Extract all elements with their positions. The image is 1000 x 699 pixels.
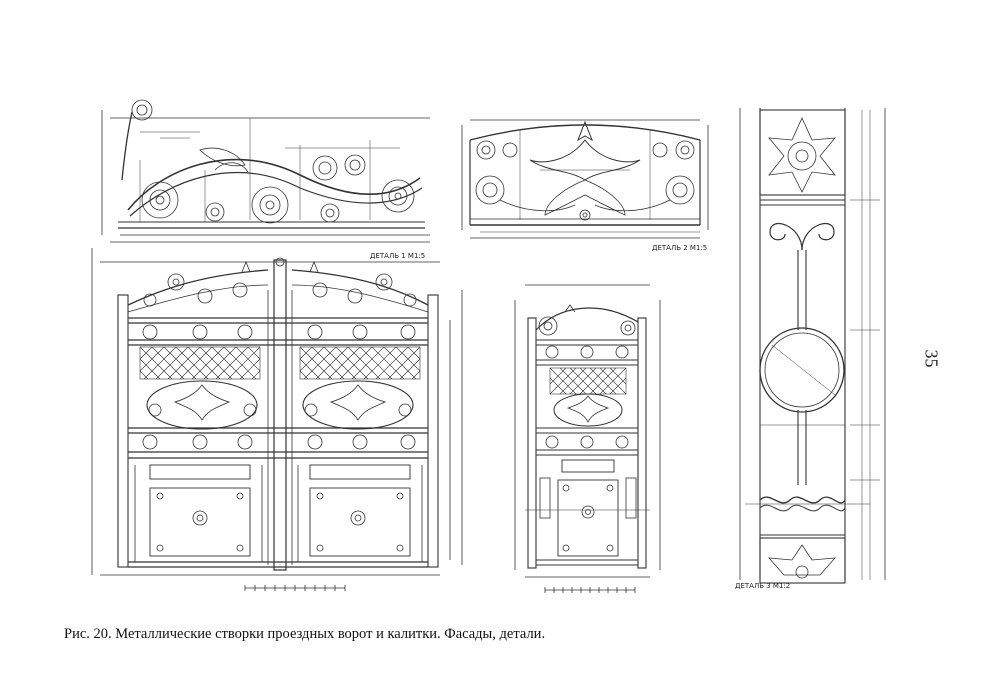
detail-2-label: ДЕТАЛЬ 2 М1:5 [652,244,707,252]
detail-1-scroll-panel: ДЕТАЛЬ 1 М1:5 [101,99,430,260]
detail-3-column: ДЕТАЛЬ 3 М1:2 [735,108,886,590]
wicket-gate-facade [514,284,661,593]
page-number: 35 [921,349,942,368]
detail-2-arch-panel: ДЕТАЛЬ 2 М1:5 [461,119,709,252]
figure-caption: Рис. 20. Металлические створки проездных… [64,626,546,642]
main-gate-facade [91,248,463,591]
detail-1-label: ДЕТАЛЬ 1 М1:5 [370,252,425,260]
detail-3-label: ДЕТАЛЬ 3 М1:2 [735,582,790,590]
